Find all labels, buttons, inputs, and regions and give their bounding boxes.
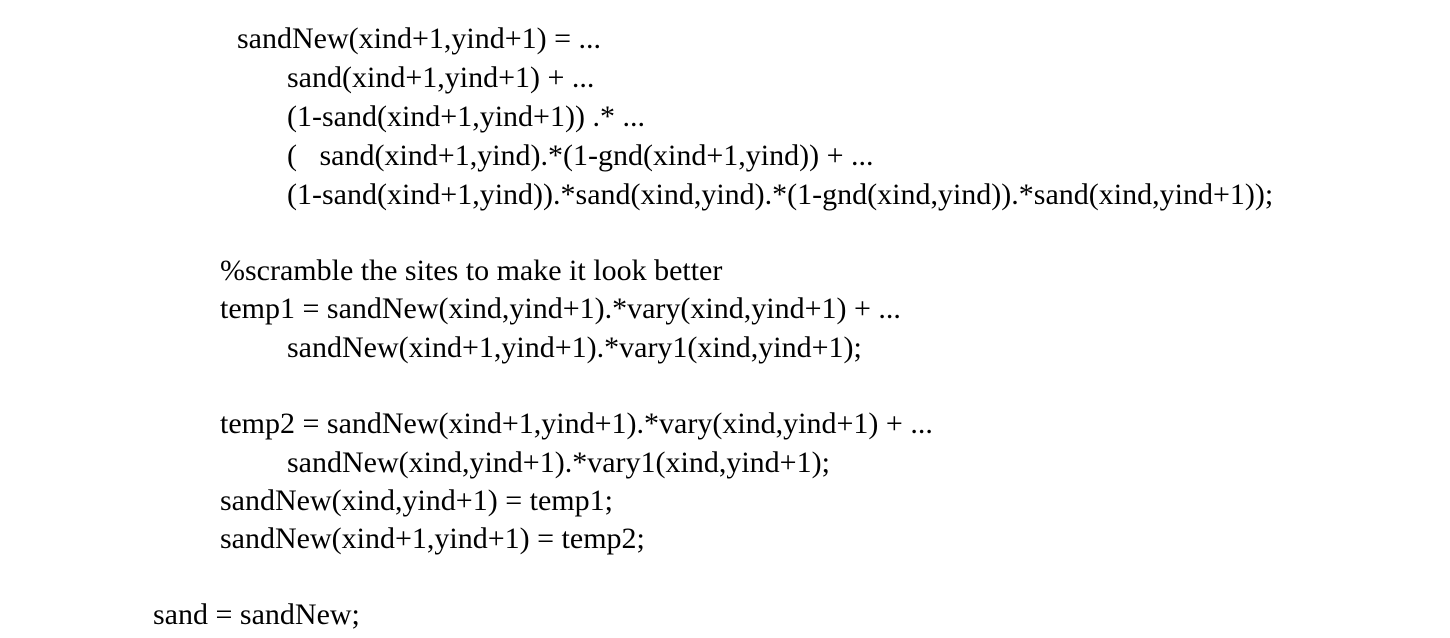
code-line: sand = sandNew; bbox=[153, 598, 360, 631]
code-line: (1-sand(xind+1,yind+1)) .* ... bbox=[287, 100, 645, 133]
code-line: ( sand(xind+1,yind).*(1-gnd(xind+1,yind)… bbox=[287, 139, 874, 172]
code-line: sandNew(xind+1,yind+1) = ... bbox=[237, 22, 602, 55]
code-comment: %scramble the sites to make it look bett… bbox=[220, 254, 723, 287]
code-line: sand(xind+1,yind+1) + ... bbox=[287, 61, 595, 94]
code-line: temp1 = sandNew(xind,yind+1).*vary(xind,… bbox=[220, 292, 901, 325]
code-line: sandNew(xind,yind+1).*vary1(xind,yind+1)… bbox=[287, 446, 830, 479]
code-line: sandNew(xind+1,yind+1).*vary1(xind,yind+… bbox=[287, 331, 862, 364]
code-line: sandNew(xind,yind+1) = temp1; bbox=[220, 484, 613, 517]
code-line: sandNew(xind+1,yind+1) = temp2; bbox=[220, 522, 645, 555]
code-line: temp2 = sandNew(xind+1,yind+1).*vary(xin… bbox=[220, 407, 933, 440]
code-line: (1-sand(xind+1,yind)).*sand(xind,yind).*… bbox=[287, 178, 1274, 211]
